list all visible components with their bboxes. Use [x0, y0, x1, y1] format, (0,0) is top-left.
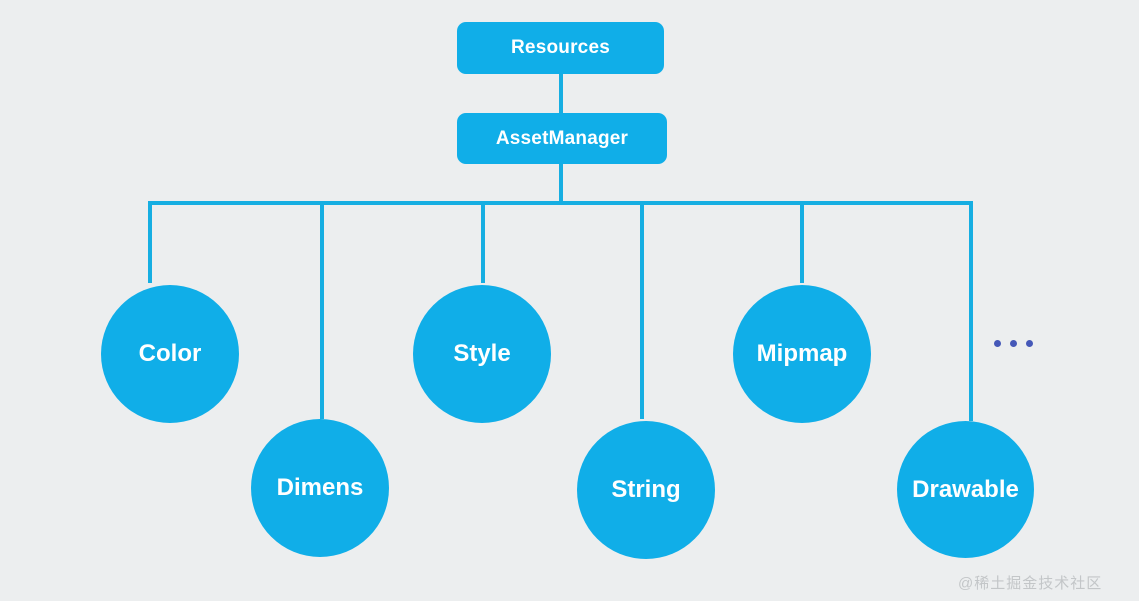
node-string-label: String — [611, 476, 681, 503]
node-resources[interactable]: Resources — [457, 22, 664, 74]
node-mipmap-label: Mipmap — [756, 340, 848, 367]
node-dimens-label: Dimens — [276, 474, 364, 501]
node-drawable-label: Drawable — [912, 475, 1019, 503]
node-string[interactable]: String — [577, 421, 715, 559]
more-items-ellipsis — [994, 340, 1033, 347]
node-resources-label: Resources — [511, 37, 610, 58]
node-color-label: Color — [138, 340, 202, 367]
ellipsis-dot-1 — [994, 340, 1001, 347]
node-assetmanager[interactable]: AssetManager — [457, 113, 667, 164]
node-style[interactable]: Style — [413, 285, 551, 423]
ellipsis-dot-2 — [1010, 340, 1017, 347]
node-style-label: Style — [453, 340, 511, 367]
node-dimens[interactable]: Dimens — [251, 419, 389, 557]
watermark: @稀土掘金技术社区 — [958, 575, 1103, 592]
node-drawable[interactable]: Drawable — [897, 421, 1034, 558]
node-color[interactable]: Color — [101, 285, 239, 423]
node-assetmanager-label: AssetManager — [495, 127, 629, 149]
ellipsis-dot-3 — [1026, 340, 1033, 347]
node-mipmap[interactable]: Mipmap — [733, 285, 871, 423]
